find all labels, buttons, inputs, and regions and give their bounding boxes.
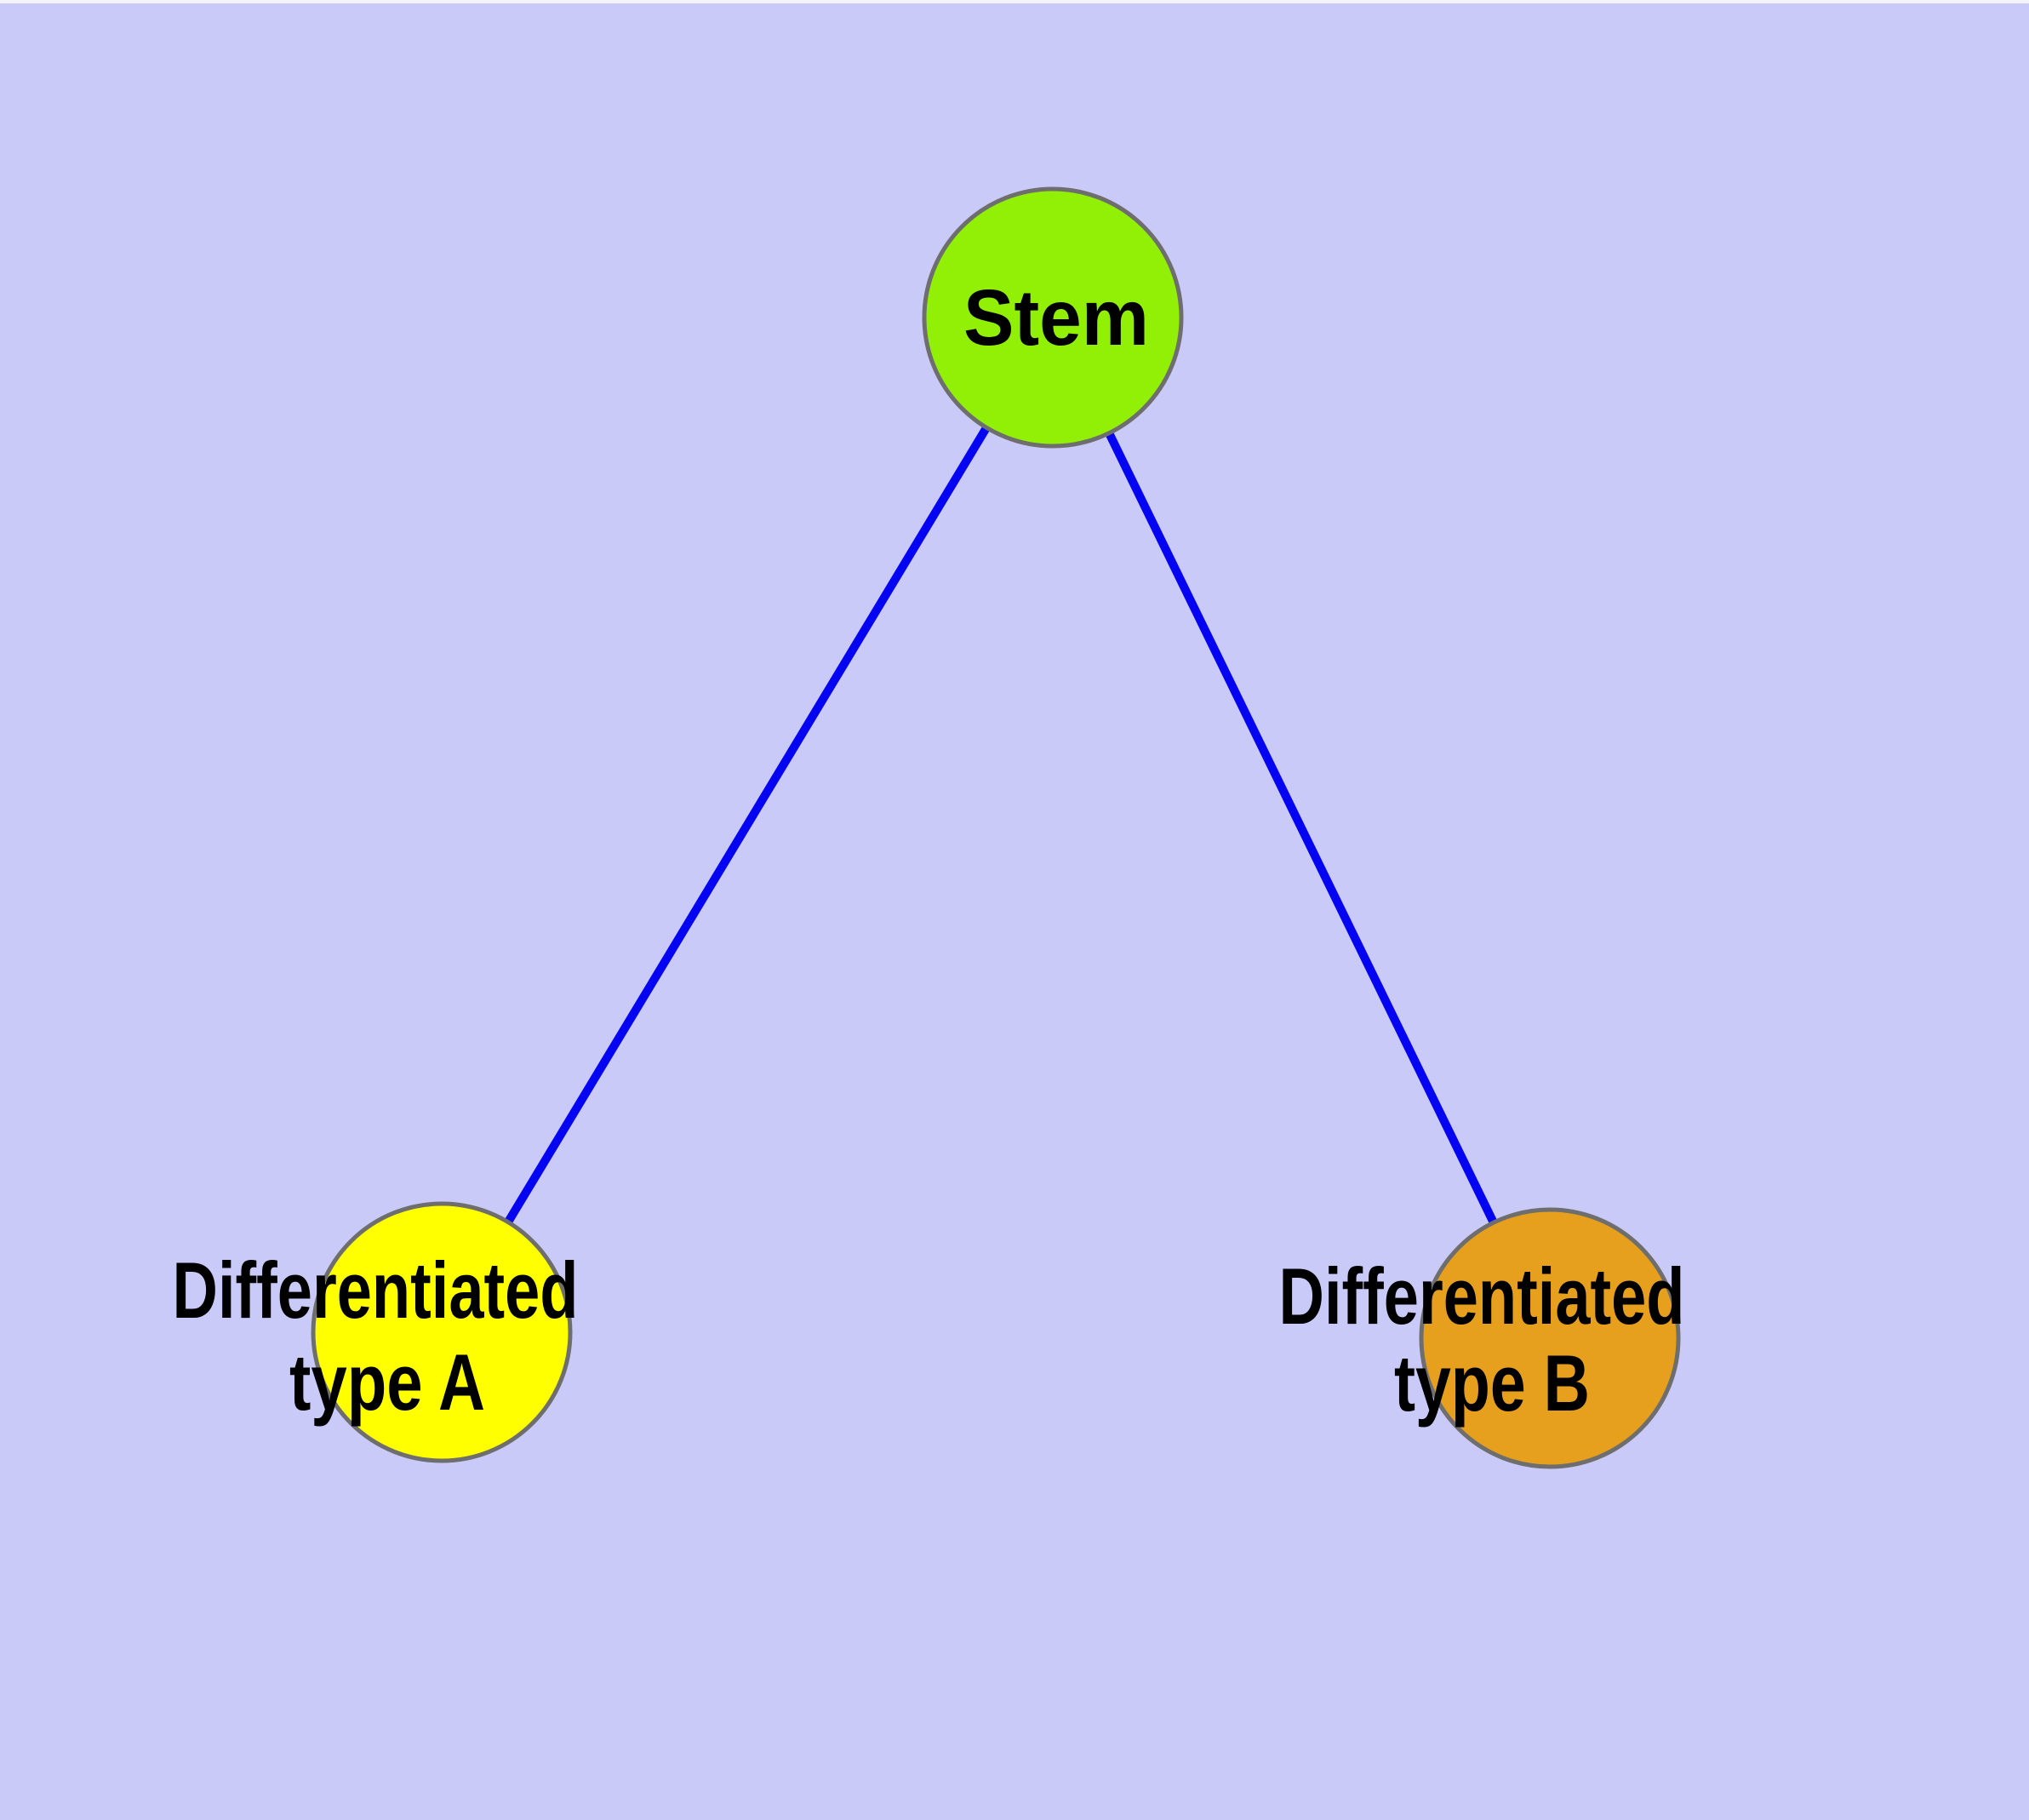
node-stem-circle [922, 186, 1184, 449]
node-stem-label: Stem [963, 273, 1149, 362]
node-differentiated-type-a-label-line2: type A [289, 1337, 485, 1427]
edge-stem-to-type-a [437, 315, 1057, 1335]
top-margin-strip [0, 0, 2029, 3]
node-differentiated-type-a-circle [311, 1201, 573, 1463]
node-differentiated-type-a-label-line1: Differentiated [173, 1245, 579, 1335]
edge-stem-to-type-b [1049, 315, 1554, 1341]
node-differentiated-type-b-label-line1: Differentiated [1279, 1251, 1685, 1341]
node-differentiated-type-b-label-line2: type B [1394, 1338, 1590, 1428]
node-differentiated-type-b-circle [1419, 1207, 1681, 1469]
